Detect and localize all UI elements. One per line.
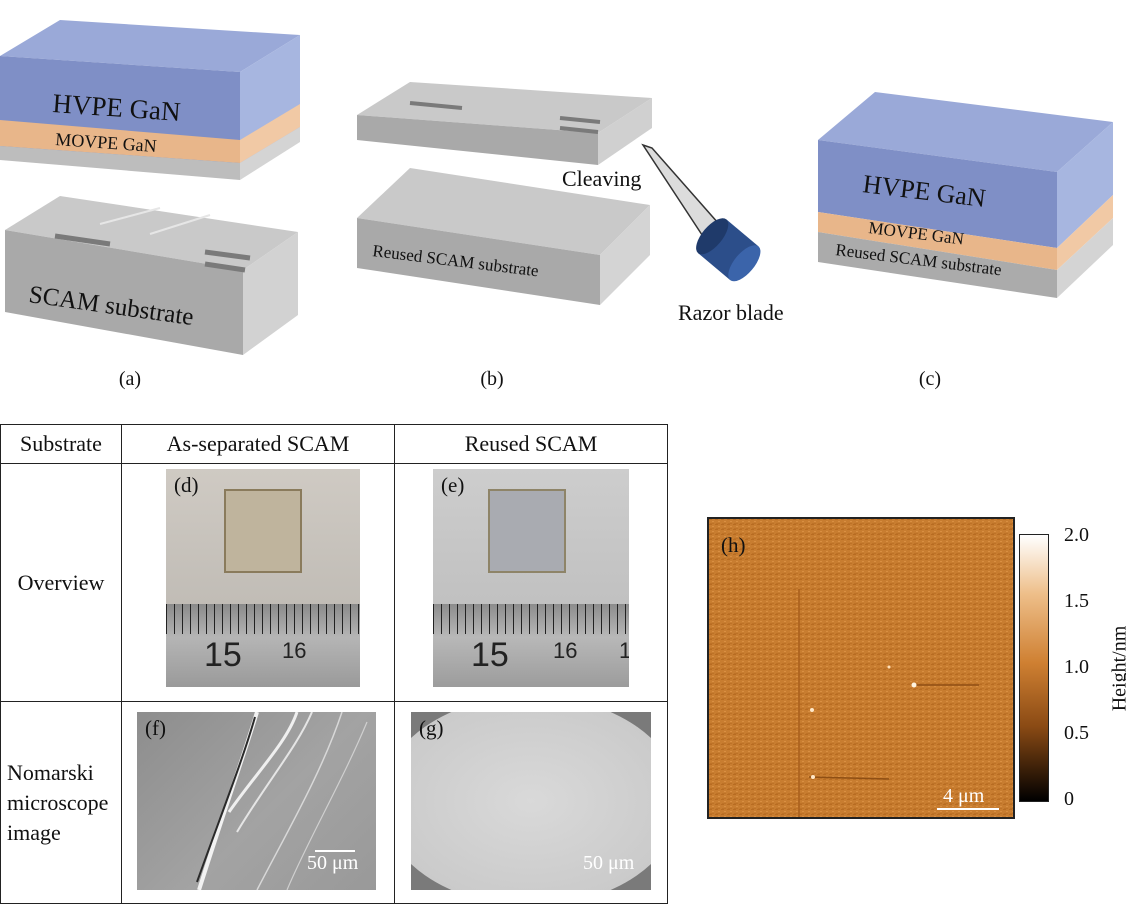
stack-b-substrate (357, 168, 650, 305)
photo-d-as-separated-overview: 15 16 (d) (166, 469, 360, 687)
ruler-d: 15 16 (166, 604, 360, 687)
header-reused: Reused SCAM (394, 424, 668, 464)
ruler-e-16: 16 (553, 638, 578, 663)
schematic-diagrams: HVPE GaN MOVPE GaN SCAM substrate Reused… (0, 20, 1113, 355)
stack-a-upper (0, 20, 300, 180)
stack-b-slab (357, 82, 652, 165)
b-razor-label: Razor blade (678, 300, 784, 325)
sample-d-square (224, 489, 302, 573)
razor-blade-icon (641, 143, 761, 282)
colorbar-tick-0-5: 0.5 (1064, 722, 1089, 744)
afm-height-map: (h) 4 μm (707, 517, 1015, 819)
nomarski-f-scratches (196, 712, 368, 890)
afm-scalebar-text: 4 μm (943, 785, 985, 807)
ruler-e-1: 1 (619, 638, 629, 663)
colorbar-title: Height/nm (1108, 625, 1126, 712)
scalebar-f-text: 50 μm (307, 852, 359, 874)
colorbar-tick-2-0: 2.0 (1064, 524, 1089, 546)
afm-texture (709, 519, 1013, 817)
header-as-separated: As-separated SCAM (121, 424, 395, 464)
header-substrate: Substrate (0, 424, 122, 464)
label-g: (g) (419, 716, 444, 740)
colorbar-tick-0: 0 (1064, 788, 1074, 810)
colorbar-tick-1-0: 1.0 (1064, 656, 1089, 678)
photo-f-as-separated-nomarski: (f) 50 μm (137, 712, 376, 890)
label-e: (e) (441, 473, 465, 497)
ruler-d-16: 16 (282, 638, 307, 663)
row-label-nomarski: Nomarski microscope image (0, 701, 122, 904)
photo-g-reused-nomarski: (g) 50 μm (411, 712, 651, 890)
label-h: (h) (721, 533, 746, 557)
label-d: (d) (174, 473, 199, 497)
afm-colorbar (1019, 534, 1049, 802)
caption-a: (a) (118, 368, 142, 390)
colorbar-tick-1-5: 1.5 (1064, 590, 1089, 612)
ruler-d-15: 15 (204, 636, 242, 674)
afm-scalebar (937, 784, 999, 810)
caption-b: (b) (480, 368, 504, 390)
ruler-e: 15 16 1 (433, 604, 629, 687)
scalebar-f (303, 850, 367, 854)
label-f: (f) (145, 716, 166, 740)
row-label-nomarski-text: Nomarski microscope image (7, 759, 109, 845)
scalebar-g-text: 50 μm (583, 852, 635, 874)
sample-e-square (488, 489, 566, 573)
stack-c (818, 92, 1113, 298)
ruler-e-15: 15 (471, 636, 509, 674)
photo-e-reused-overview: 15 16 1 (e) (433, 469, 629, 687)
b-cleaving-label: Cleaving (562, 166, 641, 191)
row-label-overview: Overview (0, 463, 122, 702)
stack-a-substrate (5, 196, 298, 355)
caption-c: (c) (918, 368, 942, 390)
